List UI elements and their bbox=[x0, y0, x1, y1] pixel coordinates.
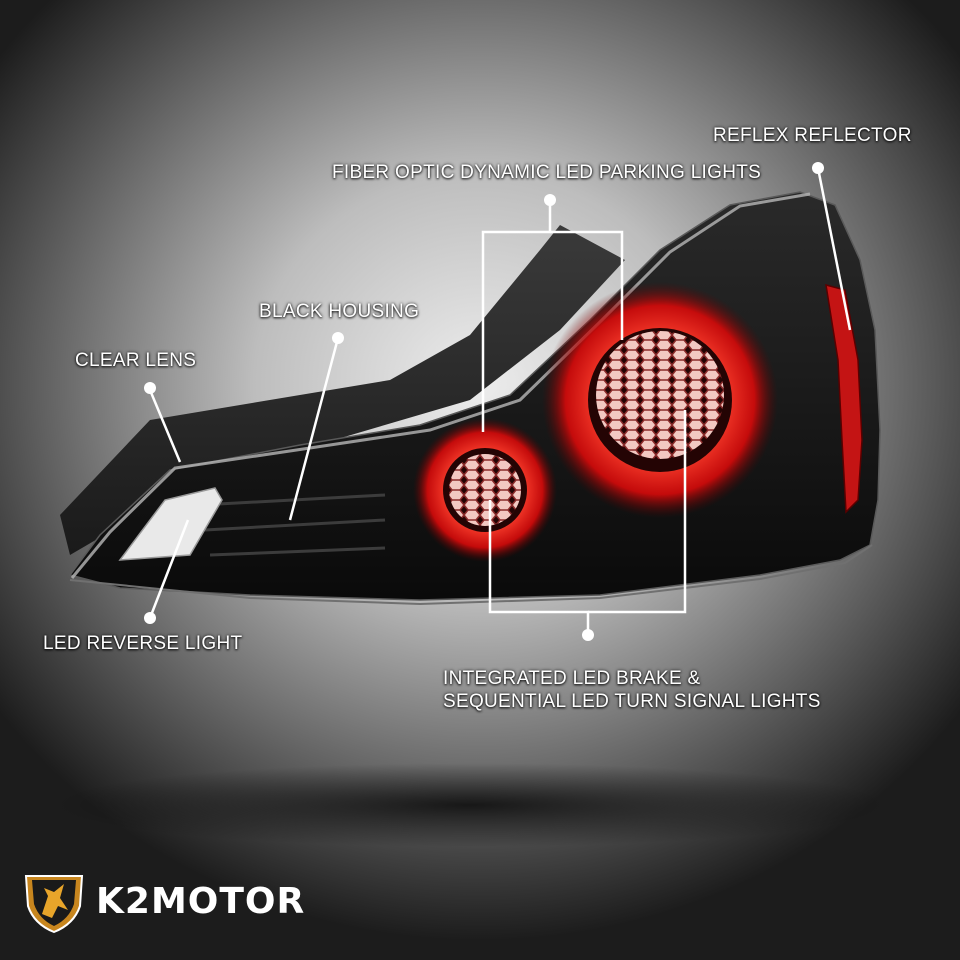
label-reflex-reflector: REFLEX REFLECTOR bbox=[713, 125, 912, 146]
small-ring-led bbox=[449, 454, 521, 526]
label-led-reverse: LED REVERSE LIGHT bbox=[43, 633, 243, 654]
griffin-shield-icon bbox=[24, 875, 84, 934]
label-fiber-optic: FIBER OPTIC DYNAMIC LED PARKING LIGHTS bbox=[332, 162, 762, 183]
lens-bottom-edge bbox=[69, 544, 873, 606]
label-clear-lens: CLEAR LENS bbox=[75, 350, 197, 371]
ground-shadow bbox=[50, 763, 890, 847]
brand-logo: K2MOTOR bbox=[22, 868, 322, 934]
label-brake-line1: INTEGRATED LED BRAKE & bbox=[443, 668, 701, 689]
housing-ribs bbox=[199, 493, 386, 557]
label-black-housing: BLACK HOUSING bbox=[259, 301, 420, 322]
reflex-reflector-shape bbox=[825, 283, 863, 514]
led-reverse-light-shape bbox=[118, 487, 223, 561]
brand-name: K2MOTOR bbox=[96, 881, 306, 922]
mounting-flange bbox=[60, 225, 625, 555]
clear-lens-edge bbox=[70, 192, 811, 579]
large-ring-led bbox=[596, 331, 724, 459]
label-brake-line2: SEQUENTIAL LED TURN SIGNAL LIGHTS bbox=[443, 691, 821, 712]
callout-lines bbox=[148, 167, 852, 632]
callout-dots bbox=[144, 162, 824, 641]
